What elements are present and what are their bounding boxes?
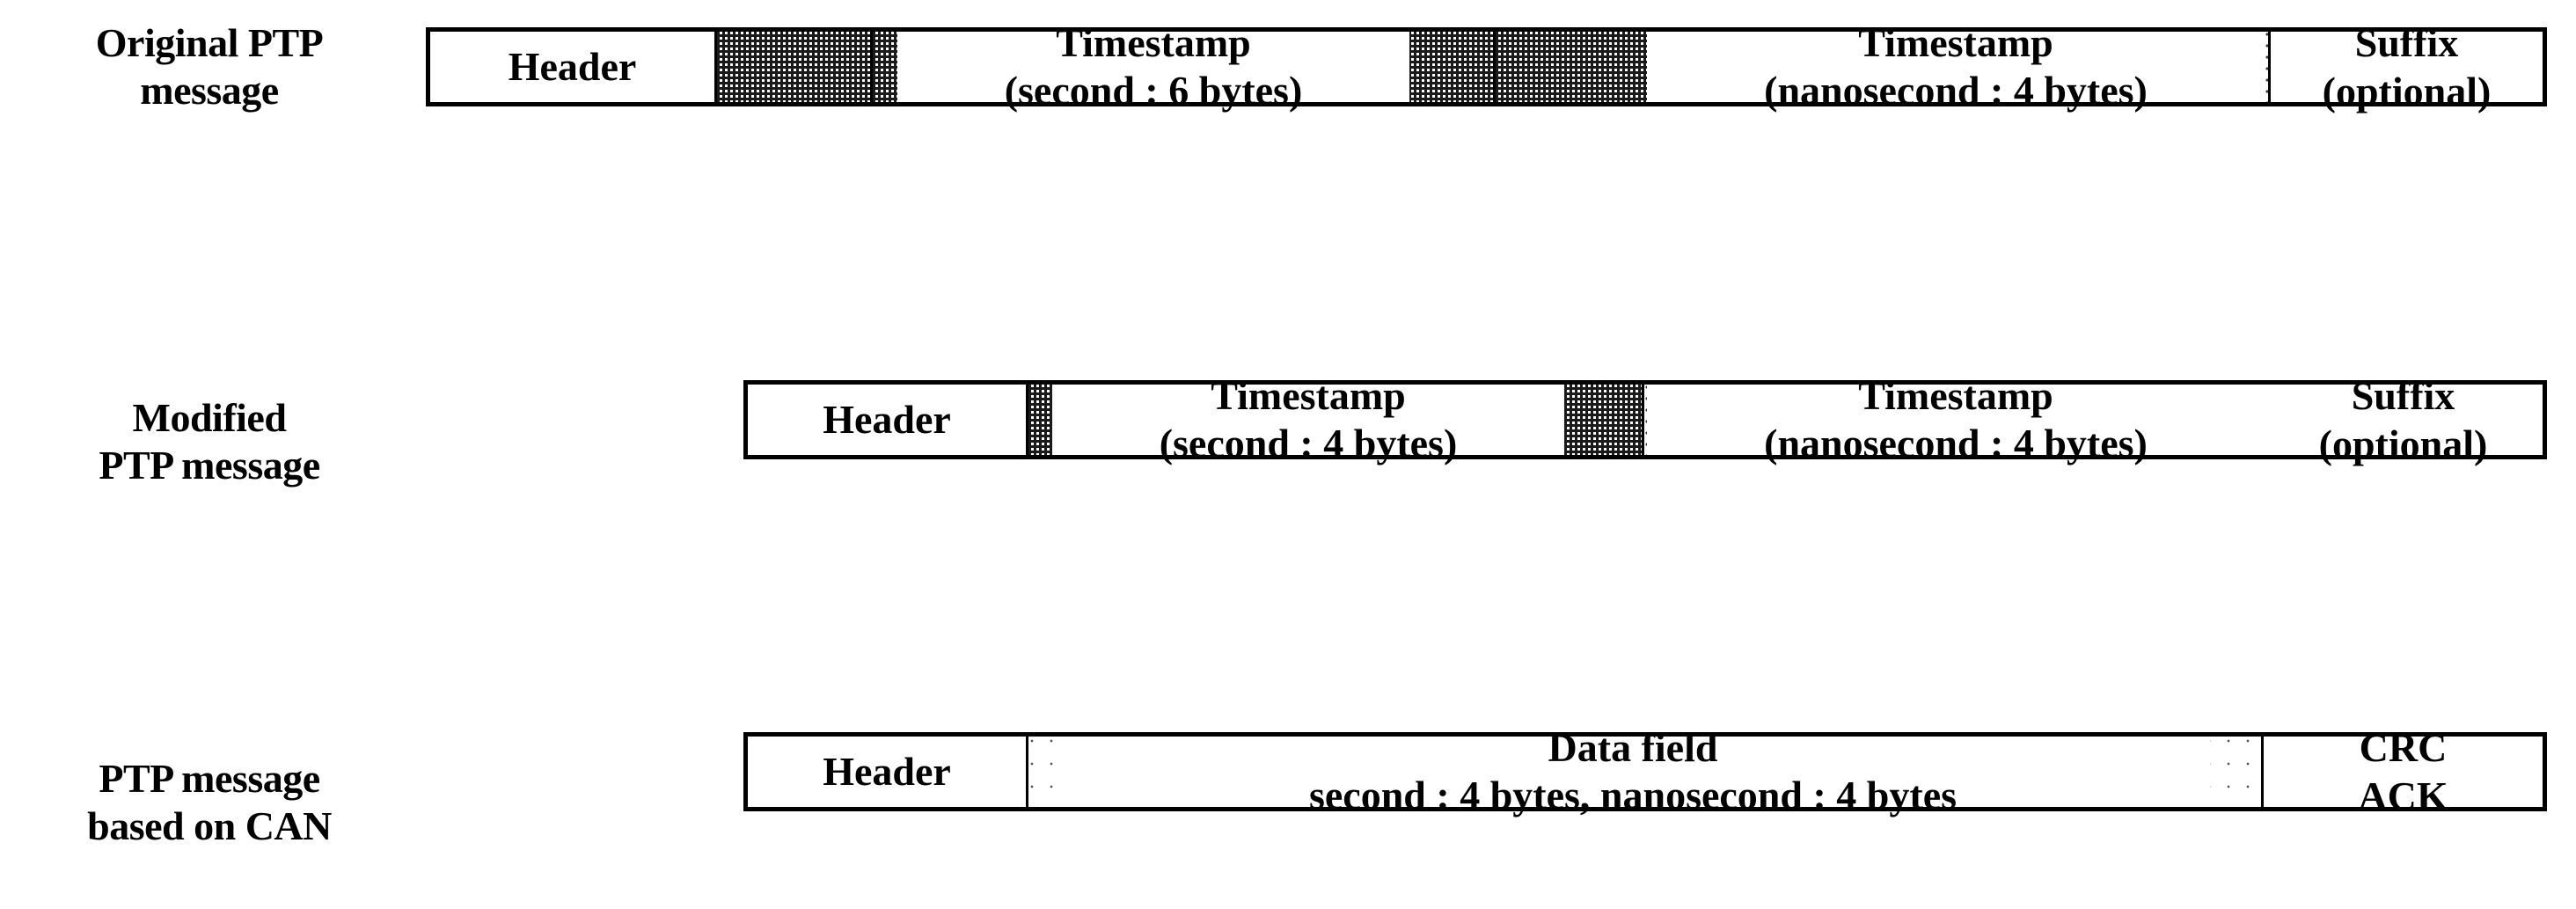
segment-header-row2: Header — [748, 385, 1026, 455]
ts-nano-line2: (nanosecond : 4 bytes) — [1764, 68, 2148, 113]
row-label-line2: based on CAN — [87, 803, 332, 849]
segment-timestamp-nanosecond-label-row2: Timestamp (nanosecond : 4 bytes) — [1647, 373, 2265, 465]
ts-second-line1: Timestamp — [1211, 372, 1406, 418]
segment-crc-ack-row3: CRC ACK — [2261, 725, 2543, 818]
suffix-line2: (optional) — [2318, 422, 2488, 466]
data-field-line1: Data field — [1548, 724, 1718, 770]
row-label-line1: Modified — [132, 395, 287, 440]
row-label-line2: PTP message — [99, 443, 320, 488]
segment-suffix-label-row2: Suffix (optional) — [2319, 371, 2488, 468]
row-label-original-ptp: Original PTP message — [16, 19, 403, 115]
segment-header-label-row2: Header — [823, 397, 951, 443]
ts-second-line1: Timestamp — [1056, 19, 1251, 65]
hatch-dark-cell — [1496, 32, 1649, 102]
segment-timestamp-nanosecond-label-row1: Timestamp (nanosecond : 4 bytes) — [1647, 20, 2265, 113]
ts-second-line2: (second : 4 bytes) — [1159, 421, 1458, 465]
data-field-line2: second : 4 bytes, nanosecond : 4 bytes — [1308, 773, 1958, 817]
ts-second-line2: (second : 6 bytes) — [1004, 68, 1303, 113]
ts-nano-line1: Timestamp — [1858, 372, 2053, 418]
segment-header-row3: Header — [748, 737, 1026, 807]
hatch-dark-cell — [717, 32, 870, 102]
ts-nano-line2: (nanosecond : 4 bytes) — [1764, 421, 2148, 465]
row-label-modified-ptp: Modified PTP message — [16, 394, 403, 490]
segment-header-row1: Header — [430, 32, 714, 102]
segment-header-label-row1: Header — [508, 44, 637, 90]
segment-header-label-row3: Header — [823, 749, 951, 795]
crc-line: CRC — [2359, 724, 2448, 770]
ts-nano-line1: Timestamp — [1858, 19, 2053, 65]
row-label-line2: message — [140, 68, 279, 114]
row-label-ptp-can: PTP message based on CAN — [16, 755, 403, 851]
row-label-line1: PTP message — [99, 756, 320, 801]
row-label-line1: Original PTP — [95, 20, 324, 65]
segment-timestamp-second-row1 — [1493, 32, 1649, 102]
segment-timestamp-second-row1 — [714, 32, 870, 102]
ack-line: ACK — [2358, 773, 2448, 818]
segment-suffix-label-row1: Suffix (optional) — [2323, 18, 2492, 115]
segment-crc-ack-label-row3: CRC ACK — [2358, 723, 2448, 820]
segment-timestamp-second-label-row2: Timestamp (second : 4 bytes) — [1052, 373, 1564, 465]
suffix-line1: Suffix — [2354, 19, 2459, 65]
suffix-line1: Suffix — [2351, 372, 2455, 418]
segment-suffix-row2: Suffix (optional) — [2261, 373, 2543, 466]
packet-modified-ptp: Header Suffix (optional) — [743, 373, 2547, 466]
suffix-line2: (optional) — [2322, 69, 2492, 114]
segment-suffix-row1: Suffix (optional) — [2268, 20, 2543, 114]
segment-timestamp-second-label-row1: Timestamp (second : 6 bytes) — [897, 20, 1409, 113]
segment-data-field-label-row3: Data field second : 4 bytes, nanosecond … — [1056, 725, 2210, 817]
